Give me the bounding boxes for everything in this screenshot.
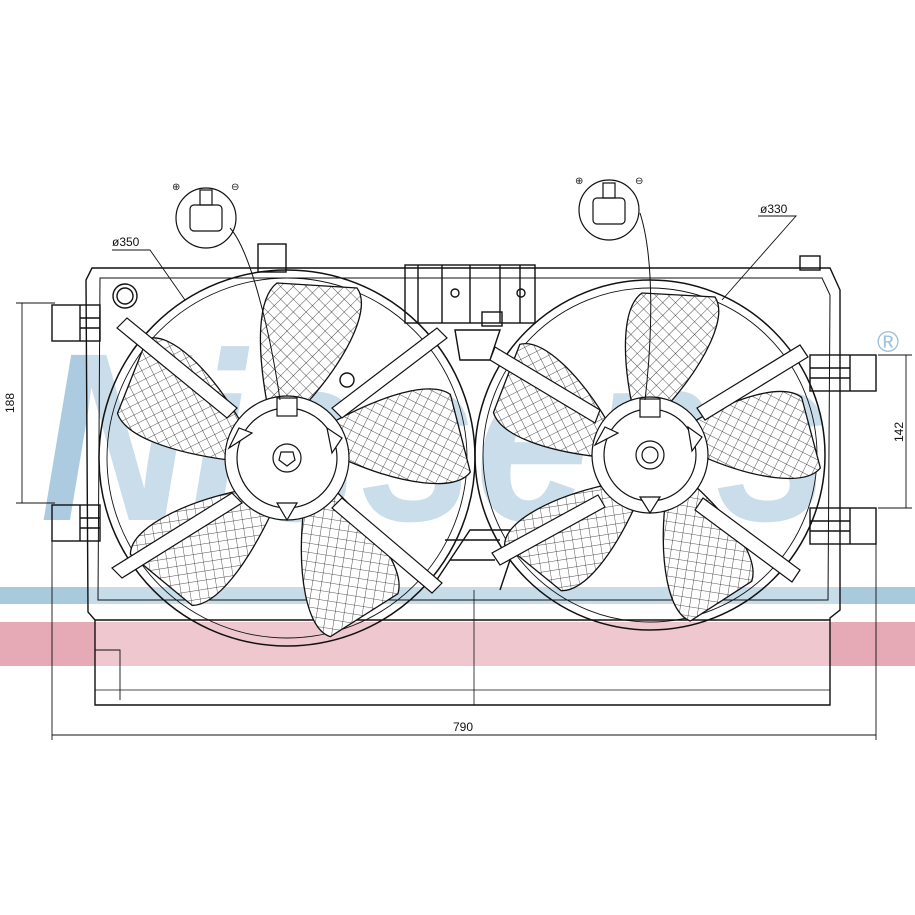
right-fan-motor-hub: [591, 396, 709, 515]
left-fan-blade: [332, 388, 472, 485]
left-fan-blade: [129, 490, 272, 607]
svg-text:⊕: ⊕: [575, 176, 583, 187]
right-connector: ⊕ ⊖: [575, 176, 652, 401]
svg-text:⊕: ⊕: [172, 182, 180, 193]
left-fan-struts: [111, 317, 448, 594]
left-fan-blade: [259, 282, 362, 404]
registered-mark: ®: [877, 326, 899, 359]
dimension-lines: [16, 215, 912, 740]
left-fan-blades: [116, 282, 472, 638]
left-height-label: 188: [3, 393, 17, 413]
right-fan-blade: [503, 484, 636, 592]
left-fan: [98, 269, 476, 647]
svg-text:⊖: ⊖: [635, 176, 643, 187]
right-height-label: 142: [892, 422, 906, 442]
left-connector: ⊕ ⊖: [172, 182, 281, 401]
right-fan-diameter-label: ø330: [760, 202, 788, 216]
right-fan-struts: [489, 344, 809, 583]
right-fan-blade: [624, 292, 720, 406]
right-fan: [474, 279, 826, 631]
svg-text:⊖: ⊖: [231, 182, 239, 193]
left-fan-diameter-label: ø350: [112, 235, 140, 249]
pink-band: [0, 622, 915, 666]
overall-width-label: 790: [453, 720, 473, 734]
left-fan-motor-hub: [224, 395, 350, 522]
